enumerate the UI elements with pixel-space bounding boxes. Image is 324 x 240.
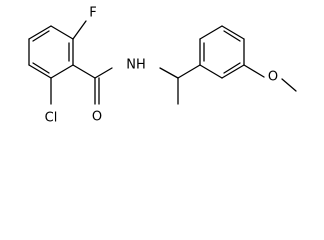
ring-bond bbox=[199, 25, 223, 40]
ring-bond bbox=[199, 64, 223, 79]
chemical-structure-diagram: F Cl O NH O bbox=[28, 6, 297, 126]
c-f-bond bbox=[72, 20, 87, 40]
amide-nitrogen-label: NH bbox=[126, 58, 146, 73]
aryl-oxygen-bond bbox=[243, 64, 265, 78]
ether-oxygen-label: O bbox=[268, 70, 278, 85]
ring-bond bbox=[50, 64, 74, 79]
ring-bond bbox=[28, 64, 52, 79]
ring-to-carbonyl-bond bbox=[72, 64, 96, 79]
carbonyl-oxygen-label: O bbox=[92, 110, 102, 125]
ring-double-bond bbox=[32, 62, 50, 74]
ring-bond bbox=[50, 25, 74, 40]
oxygen-methyl-bond bbox=[281, 78, 297, 92]
ring-double-bond bbox=[223, 30, 241, 42]
nitrogen-to-methine-bond bbox=[159, 67, 179, 79]
ring-bond bbox=[28, 25, 52, 40]
chlorine-label: Cl bbox=[45, 111, 58, 126]
ring-bond bbox=[221, 64, 245, 79]
methine-to-ring-bond bbox=[177, 64, 201, 79]
carbonyl-to-nitrogen-bond bbox=[94, 67, 113, 79]
ring-bond bbox=[221, 25, 245, 40]
fluorine-label: F bbox=[89, 6, 96, 21]
ring-double-bond bbox=[223, 62, 241, 74]
chlorofluorophenyl-ring bbox=[28, 25, 74, 79]
methoxyphenyl-ring bbox=[199, 25, 245, 79]
ring-double-bond bbox=[32, 30, 50, 42]
